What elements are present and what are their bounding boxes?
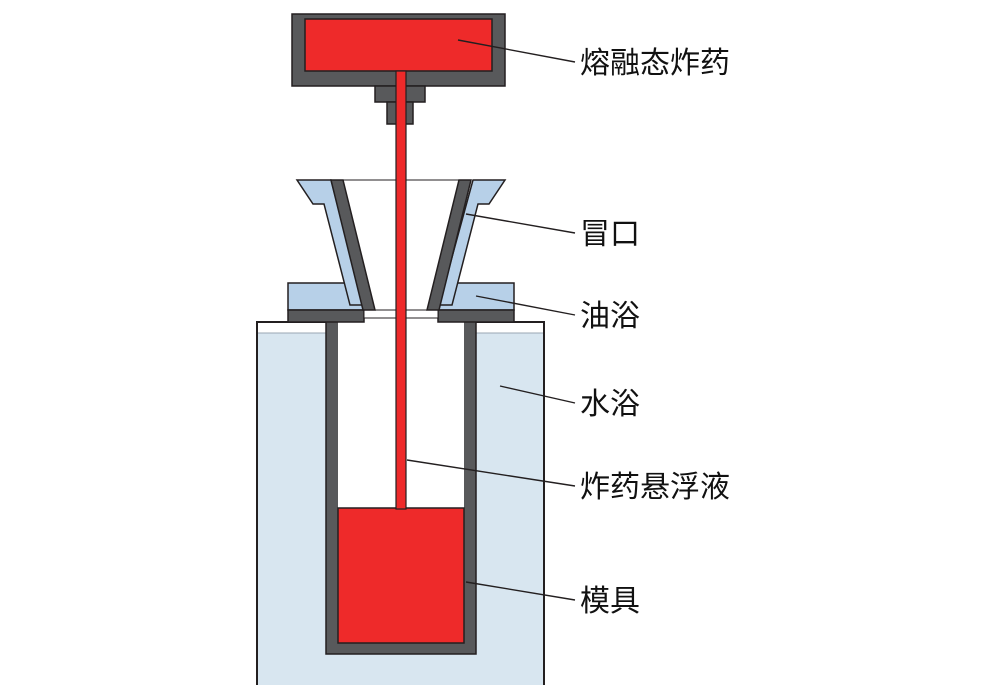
label-explosive-suspension: 炸药悬浮液	[580, 470, 730, 505]
feed-tube	[395, 70, 407, 510]
label-molten-explosive: 熔融态炸药	[580, 46, 730, 81]
leader-explosive-suspension	[406, 459, 576, 487]
label-mold: 模具	[580, 584, 640, 619]
reservoir-explosive	[304, 18, 493, 72]
oil-bath-right-base	[437, 309, 515, 323]
label-water-bath: 水浴	[580, 387, 640, 422]
leader-molten-explosive	[457, 39, 576, 63]
label-riser: 冒口	[580, 217, 640, 252]
leader-water-bath	[499, 385, 576, 404]
leader-lines	[406, 39, 576, 601]
leader-mold	[465, 581, 576, 601]
oil-bath-left-base	[287, 309, 365, 323]
mold-explosive-fill	[337, 507, 465, 644]
label-oil-bath: 油浴	[580, 299, 640, 334]
riser	[295, 179, 507, 311]
riser-right-wall	[426, 179, 472, 311]
leader-oil-bath	[475, 295, 576, 316]
leader-riser	[465, 213, 576, 234]
riser-left-wall	[330, 179, 376, 311]
